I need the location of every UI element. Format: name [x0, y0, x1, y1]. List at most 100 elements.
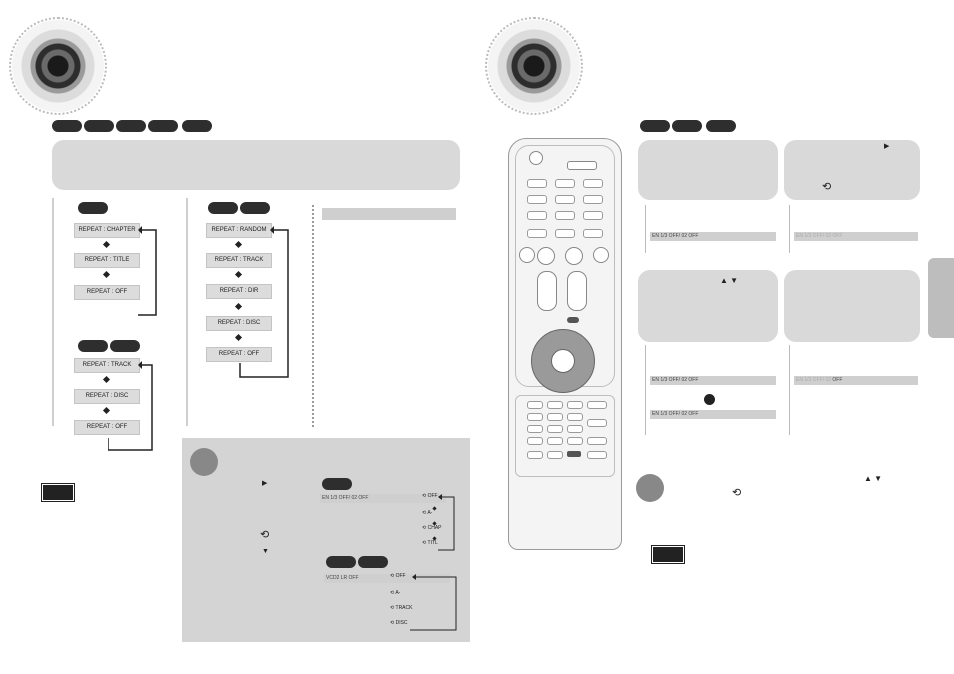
function-button[interactable] [587, 437, 607, 445]
osd-option: ⟲ A- [422, 510, 432, 516]
stop-button[interactable] [519, 247, 535, 263]
remote-button[interactable] [555, 179, 575, 188]
remote-button[interactable] [555, 229, 575, 238]
down-icon: ▼ [262, 548, 269, 555]
osd-text: EN 1/3 OFF/ 02 OFF [652, 411, 699, 417]
number-button[interactable] [527, 437, 543, 445]
repeat-button[interactable] [567, 317, 579, 323]
osd-bar-dvd: EN 1/3 OFF/ 02 OFF [320, 494, 446, 503]
remote-button[interactable] [527, 211, 547, 220]
number-button[interactable] [547, 437, 563, 445]
remote-button[interactable] [527, 179, 547, 188]
osd-option: ⟲ TRACK [390, 605, 412, 611]
osd-bar-right-5: EN 1/3 OFF/ 02 OFF [794, 376, 918, 385]
number-button[interactable] [567, 401, 583, 409]
function-button[interactable] [587, 401, 607, 409]
disc-pill [148, 120, 178, 132]
enter-button[interactable] [551, 349, 575, 373]
down-arrow-icon [102, 270, 111, 279]
remote-button[interactable] [527, 229, 547, 238]
osd-option: ⟲ A- [390, 590, 400, 596]
mp3-badge [208, 202, 238, 214]
loop-arrow [108, 361, 153, 451]
speaker-graphic-left [9, 17, 107, 115]
number-button[interactable] [567, 425, 583, 433]
repeat-track: REPEAT : TRACK [74, 358, 140, 373]
volume-rocker[interactable] [537, 271, 557, 311]
panel-divider [645, 205, 646, 253]
osd-option: ⟲ OFF [422, 493, 438, 499]
remote-bottom-section [515, 395, 615, 477]
panel-divider [789, 205, 790, 253]
power-button[interactable] [529, 151, 543, 165]
step-panel-1 [638, 140, 778, 200]
instruction-banner [52, 140, 460, 190]
highlighted-button[interactable] [567, 451, 581, 457]
osd-option-label: OFF [395, 573, 406, 579]
remote-button[interactable] [527, 195, 547, 204]
loop-arrow [438, 494, 455, 551]
function-button[interactable] [547, 451, 563, 459]
osd-option-label: TRACK [395, 605, 413, 611]
osd-option: ⟲ TITL [422, 540, 438, 546]
disc-pill [706, 120, 736, 132]
function-button[interactable] [587, 451, 607, 459]
side-tab [928, 258, 954, 338]
osd-option-label: CHAP [427, 525, 442, 531]
step-panel-3 [638, 270, 778, 342]
loop-arrow [410, 574, 457, 631]
disc-pill [672, 120, 702, 132]
repeat-title: REPEAT : TITLE [74, 253, 140, 268]
tv-dvd-switch[interactable] [567, 161, 597, 170]
osd-bar-right-4: EN 1/3 OFF/ 02 OFF [650, 410, 776, 419]
remote-control [508, 138, 622, 550]
repeat-track: REPEAT : TRACK [206, 253, 272, 268]
step-number-circle [190, 448, 218, 476]
disc-pill [182, 120, 212, 132]
repeat-icon: ⟲ [390, 590, 395, 596]
osd-option-label: TITL [427, 540, 438, 546]
number-button[interactable] [567, 413, 583, 421]
note-badge [651, 545, 685, 564]
repeat-off: REPEAT : OFF [206, 347, 272, 362]
jpeg-badge [240, 202, 270, 214]
number-button[interactable] [547, 413, 563, 421]
info-icon [704, 394, 715, 405]
number-button[interactable] [547, 401, 563, 409]
column-divider-dotted [312, 205, 314, 427]
up-down-icon: ▲ ▼ [864, 474, 883, 483]
note-header-bar [322, 208, 456, 220]
remote-button[interactable] [583, 195, 603, 204]
tuning-rocker[interactable] [567, 271, 587, 311]
skip-button[interactable] [593, 247, 609, 263]
function-button[interactable] [587, 419, 607, 427]
disc-pill [84, 120, 114, 132]
number-button[interactable] [547, 425, 563, 433]
osd-bar-right-2: EN 1/3 OFF/ 02 OFF [794, 232, 918, 241]
osd-option: ⟲ OFF [390, 573, 406, 579]
repeat-icon: ⟲ [260, 529, 270, 541]
remote-button[interactable] [583, 211, 603, 220]
step-panel-4 [784, 270, 920, 342]
repeat-icon: ⟲ [422, 540, 427, 546]
panel-divider [645, 345, 646, 435]
column-divider [52, 198, 54, 426]
note-badge [41, 483, 75, 502]
remote-button[interactable] [583, 179, 603, 188]
osd-text: EN 1/3 OFF/ 02 OFF [322, 495, 369, 501]
repeat-icon: ⟲ [732, 487, 742, 499]
repeat-icon: ⟲ [390, 620, 395, 626]
stop-button[interactable] [537, 247, 555, 265]
function-button[interactable] [527, 451, 543, 459]
remote-button[interactable] [555, 211, 575, 220]
number-button[interactable] [527, 413, 543, 421]
remote-button[interactable] [555, 195, 575, 204]
number-button[interactable] [567, 437, 583, 445]
osd-bar-right-1: EN 1/3 OFF/ 02 OFF [650, 232, 776, 241]
play-pause-button[interactable] [565, 247, 583, 265]
number-button[interactable] [527, 425, 543, 433]
remote-button[interactable] [583, 229, 603, 238]
dvd-badge [78, 202, 108, 214]
number-button[interactable] [527, 401, 543, 409]
osd-option-label: A- [427, 510, 433, 516]
